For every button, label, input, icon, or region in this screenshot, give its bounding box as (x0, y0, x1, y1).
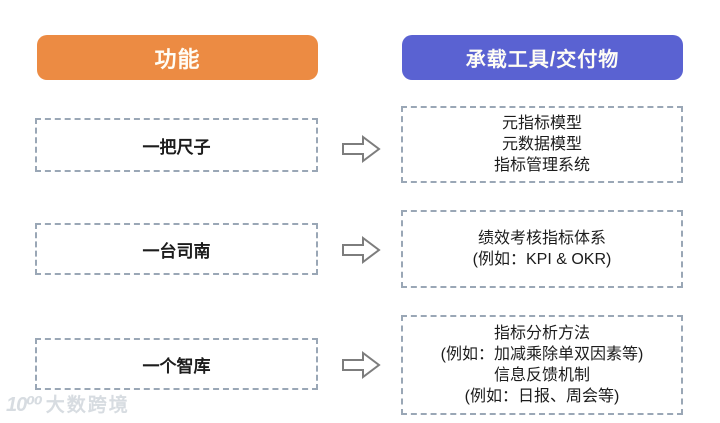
column-header-deliverables: 承载工具/交付物 (402, 35, 683, 80)
column-header-function: 功能 (37, 35, 318, 80)
watermark-logo-icon: 10⁰⁰ (6, 394, 43, 416)
deliverable-line: (例如：加减乘除单双因素等) (440, 346, 644, 363)
right-arrow-icon (342, 351, 381, 379)
deliverable-line: 元指标模型 (501, 115, 582, 132)
function-box-ruler-label: 一把尺子 (142, 137, 211, 157)
function-box-compass-label: 一台司南 (142, 241, 211, 261)
function-box-thinktank-label: 一个智库 (142, 356, 211, 376)
deliverables-box-compass: 绩效考核指标体系 (例如：KPI & OKR) (401, 210, 683, 288)
column-header-deliverables-label: 承载工具/交付物 (465, 49, 620, 71)
deliverable-line: (例如：KPI & OKR) (472, 251, 612, 268)
function-box-ruler: 一把尺子 (35, 118, 318, 172)
deliverable-line: 指标管理系统 (493, 157, 590, 174)
deliverables-box-thinktank: 指标分析方法 (例如：加减乘除单双因素等) 信息反馈机制 (例如：日报、周会等) (401, 315, 683, 415)
deliverable-line: 信息反馈机制 (493, 367, 590, 384)
function-box-thinktank: 一个智库 (35, 338, 318, 390)
function-box-compass: 一台司南 (35, 223, 318, 275)
deliverable-line: 绩效考核指标体系 (477, 230, 606, 247)
column-header-function-label: 功能 (154, 46, 201, 72)
right-arrow-icon (342, 236, 381, 264)
watermark: 10⁰⁰ 大数跨境 (6, 390, 130, 417)
deliverable-line: (例如：日报、周会等) (464, 388, 620, 405)
deliverable-line: 元数据模型 (501, 136, 582, 153)
deliverables-box-ruler: 元指标模型 元数据模型 指标管理系统 (401, 106, 683, 183)
right-arrow-icon (342, 135, 381, 163)
deliverable-line: 指标分析方法 (493, 325, 590, 342)
watermark-text: 大数跨境 (45, 395, 130, 416)
